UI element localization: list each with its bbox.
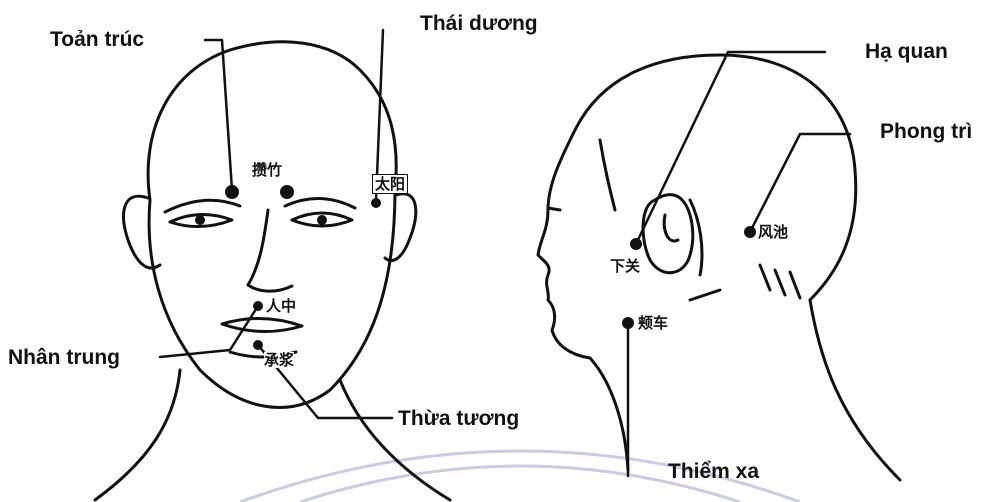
point-phong-tri xyxy=(744,226,756,238)
label-phong-tri: Phong trì xyxy=(880,120,972,144)
front-head-drawing xyxy=(95,42,450,500)
cjk-thai-duong: 太阳 xyxy=(372,174,408,194)
point-toan-truc-left xyxy=(225,185,239,199)
leader-toan-truc xyxy=(205,40,232,190)
label-nhan-trung: Nhân trung xyxy=(8,346,120,370)
label-thiem-xa: Thiểm xa xyxy=(668,460,759,484)
cjk-phong-tri: 风池 xyxy=(758,224,788,240)
point-thua-tuong xyxy=(253,340,263,350)
leader-phong-tri xyxy=(750,134,850,232)
point-thai-duong xyxy=(371,198,381,208)
label-thua-tuong: Thừa tương xyxy=(398,407,519,431)
label-thai-duong: Thái dương xyxy=(420,12,538,36)
label-toan-truc: Toản trúc xyxy=(50,28,144,52)
cjk-thua-tuong: 承浆 xyxy=(264,352,294,368)
cjk-toan-truc: 攒竹 xyxy=(252,162,282,178)
point-thiem-xa xyxy=(622,317,634,329)
label-ha-quan: Hạ quan xyxy=(865,40,948,64)
cjk-ha-quan: 下关 xyxy=(610,258,640,274)
point-nhan-trung xyxy=(253,301,263,311)
cjk-nhan-trung: 人中 xyxy=(266,298,296,314)
point-ha-quan xyxy=(630,238,642,250)
side-head-drawing xyxy=(538,55,900,480)
acupoint-markers xyxy=(225,185,756,350)
point-toan-truc-right xyxy=(280,185,294,199)
cjk-thiem-xa: 颊车 xyxy=(638,315,668,331)
